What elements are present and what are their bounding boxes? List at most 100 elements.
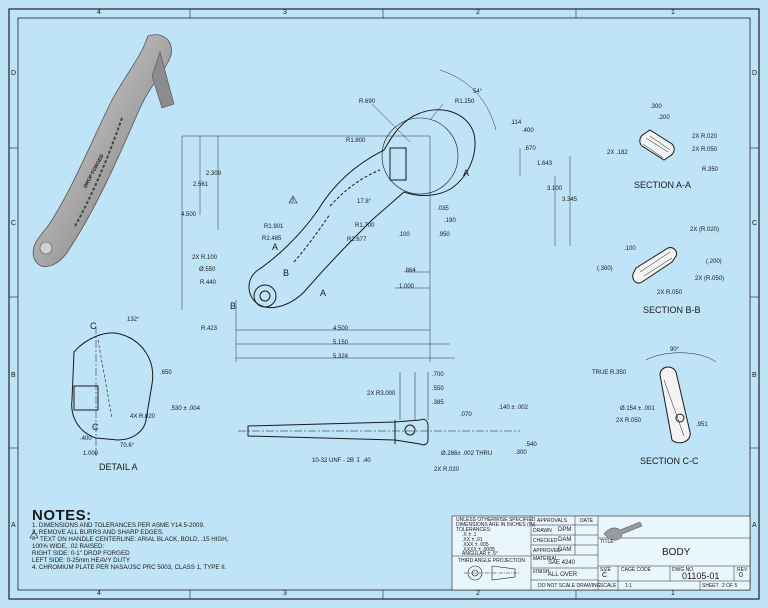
outer-border — [8, 8, 760, 600]
dim-label: .100 — [624, 246, 636, 252]
tb-value: DAM — [558, 547, 572, 553]
zone-label: B — [752, 372, 757, 379]
section-marker: A — [320, 288, 327, 298]
note-flag-number: 3 — [32, 536, 35, 542]
tb-label: SIZE — [600, 567, 612, 573]
dim-label: .100 — [398, 232, 410, 238]
dim-label: 2.309 — [206, 171, 222, 177]
zone-label: B — [11, 372, 16, 379]
dim-label: 2X R.100 — [192, 255, 218, 261]
tb-label: .XXXX ± .0005 — [462, 547, 495, 553]
tb-value: 1:1 — [625, 583, 632, 589]
dim-label: TRUE R.350 — [592, 370, 627, 376]
dim-label: Ø.154 ± .001 — [620, 406, 655, 412]
dim-label: Ø.550 — [199, 267, 216, 273]
dim-label: .190 — [444, 218, 456, 224]
front-view-wrench — [248, 109, 476, 308]
tb-label: APPROVED — [533, 548, 561, 554]
zone-label: 2 — [476, 590, 480, 597]
dim-label: 10-32 UNF - 2B ↧ .40 — [312, 458, 371, 464]
tb-label: APPROVALS — [537, 518, 567, 524]
tb-label: TITLE — [600, 539, 614, 545]
note-item: 2. REMOVE ALL BURRS AND SHARP EDGES. — [32, 529, 164, 536]
tb-label: DATE — [580, 518, 593, 524]
dim-label: 5.150 — [333, 340, 349, 346]
dim-label: 2X (R.050) — [695, 276, 725, 282]
tb-label: SCALE — [600, 583, 617, 589]
dim-label: R1.901 — [264, 224, 284, 230]
tb-label: FINISH — [533, 569, 550, 575]
tb-label: TOLERANCES: — [456, 527, 492, 533]
tb-label: .X ± .1 — [462, 532, 477, 538]
section-marker: C — [90, 321, 97, 331]
section-marker: A — [463, 168, 470, 178]
tb-label: DWG NO. — [672, 567, 695, 573]
note-item: LEFT SIDE: 0-25mm HEAVY DUTY — [32, 557, 130, 564]
dim-label: R.690 — [359, 99, 376, 105]
section-marker: B — [283, 268, 290, 278]
tb-label: MATERIAL — [533, 556, 558, 562]
tb-label: DIMENSIONS ARE IN INCHES (IN) — [456, 522, 536, 528]
dim-label: .650 — [160, 370, 172, 376]
logo-wrench-icon — [603, 521, 643, 541]
zone-label: C — [752, 220, 758, 227]
dim-label: 4.500 — [333, 326, 349, 332]
zone-label: 1 — [671, 590, 675, 597]
zone-label: 4 — [97, 590, 101, 597]
dim-label: .300 — [515, 450, 527, 456]
dim-label: 2X R3.000 — [367, 391, 396, 397]
dim-label: 1.000 — [399, 284, 415, 290]
view-title-detail-a: DETAIL A — [99, 462, 138, 472]
note-flag-main — [288, 195, 298, 204]
dim-label: .951 — [696, 422, 708, 428]
zone-label: C — [11, 220, 17, 227]
isometric-wrench — [32, 34, 175, 268]
dim-label: .070 — [460, 412, 472, 418]
dim-label: 2X R.020 — [692, 134, 718, 140]
dim-label: (.300) — [597, 266, 613, 272]
dim-label: 54° — [473, 89, 483, 95]
dim-label: 2X R.050 — [657, 290, 683, 296]
dim-label: 70.6° — [120, 443, 135, 449]
drawing-title: BODY — [662, 547, 691, 558]
dim-label: 1.000 — [83, 451, 99, 457]
dim-label: R.350 — [702, 167, 719, 173]
dim-label: .140 ± .002 — [498, 405, 528, 411]
tb-label: REV — [737, 567, 748, 573]
tb-value: DPM — [558, 527, 572, 533]
dim-label: 4X R.020 — [130, 414, 156, 420]
dim-label: R.423 — [201, 326, 218, 332]
tb-label: .XXX ± .005 — [462, 542, 489, 548]
dim-label: 2X R.020 — [434, 467, 460, 473]
dim-label: .670 — [524, 146, 536, 152]
tb-value: ALL OVER — [548, 572, 578, 578]
tb-value: C — [602, 572, 608, 579]
dim-label: 5.324 — [333, 354, 349, 360]
dim-label: .385 — [432, 400, 444, 406]
note-item: RIGHT SIDE: 0-1" DROP FORGED — [32, 550, 130, 557]
dim-label: 2X (R.020) — [690, 227, 720, 233]
dim-label: R2.677 — [347, 237, 367, 243]
tb-value: 0 — [739, 572, 743, 579]
dim-label: .400 — [522, 128, 534, 134]
note-flag-number: 3 — [291, 198, 294, 204]
dim-label: Ø.286± .002 THRU — [441, 451, 493, 457]
section-aa-view — [639, 129, 675, 161]
dim-label: 90° — [670, 347, 680, 353]
dim-label: R1.250 — [455, 99, 475, 105]
view-title-section-aa: SECTION A-A — [634, 180, 692, 190]
dim-label: 3.345 — [562, 197, 578, 203]
dim-label: 2X R.050 — [616, 418, 642, 424]
zone-label: 2 — [476, 9, 480, 16]
dim-label: 4.500 — [181, 212, 197, 218]
dim-label: 2X R.050 — [692, 147, 718, 153]
tb-value: 2 OF 5 — [722, 583, 738, 589]
notes-title: NOTES: — [32, 507, 92, 524]
dim-label: 2.561 — [193, 182, 209, 188]
note-item: 4. CHROMIUM PLATE PER NASA/JSC PRC 5003,… — [32, 564, 227, 571]
dim-label: (.200) — [706, 259, 722, 265]
dim-label: 17.8° — [357, 199, 372, 205]
dim-label: .200 — [658, 115, 670, 121]
dim-label: .114 — [510, 120, 522, 126]
